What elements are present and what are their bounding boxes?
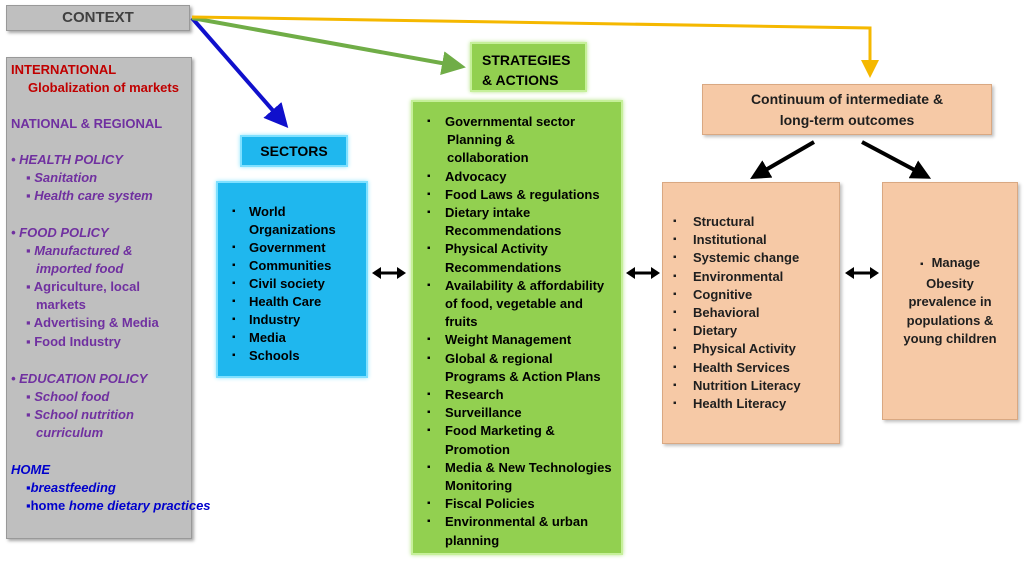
sectors-item: Industry: [218, 311, 366, 329]
sectors-item: Civil society: [218, 275, 366, 293]
outcomes-list: StructuralInstitutionalSystemic changeEn…: [663, 213, 839, 413]
outcomes-title: Continuum of intermediate & long-term ou…: [702, 84, 992, 135]
outcomes-item: Structural: [663, 213, 839, 231]
food-item: ▪ Agriculture, local: [26, 279, 140, 294]
double-arrow-outcomes-result: [845, 267, 879, 279]
food-item: markets: [36, 297, 86, 312]
strategies-item: Monitoring: [445, 478, 513, 494]
strategies-item: Environmental & urban: [413, 513, 617, 531]
context-title: CONTEXT: [6, 5, 190, 31]
sectors-title: SECTORS: [240, 135, 348, 167]
sectors-item: Schools: [218, 347, 366, 365]
outcomes-item: Systemic change: [663, 249, 839, 267]
arrow-context-to-outcomes: [191, 15, 879, 78]
strategies-item: Media & New Technologies: [413, 459, 617, 477]
result-line: young children: [903, 331, 997, 346]
health-item: ▪ Health care system: [26, 188, 153, 203]
outcomes-item: Behavioral: [663, 304, 839, 322]
strategies-item: fruits: [445, 314, 478, 330]
result-line: Obesity: [926, 275, 974, 291]
strategies-item: Surveillance: [413, 404, 617, 422]
result-box: ▪Manage Obesity prevalence in population…: [882, 182, 1018, 420]
home-label: HOME: [11, 462, 50, 477]
outcomes-item: Dietary: [663, 322, 839, 340]
strategies-item: Governmental sector: [413, 113, 617, 131]
food-item: ▪ Advertising & Media: [26, 315, 159, 330]
strategies-item: Recommendations: [445, 259, 562, 275]
outcomes-item: Nutrition Literacy: [663, 377, 839, 395]
sectors-item: Government: [218, 239, 366, 257]
strategies-title-line: STRATEGIES: [482, 52, 571, 68]
result-line: prevalence in: [908, 294, 992, 309]
sectors-list: WorldOrganizationsGovernmentCommunitiesC…: [218, 203, 366, 365]
sectors-item: Communities: [218, 257, 366, 275]
food-item: ▪ Manufactured &: [26, 243, 133, 258]
education-item: curriculum: [36, 425, 104, 440]
strategies-item: planning: [445, 532, 500, 548]
strategies-item: of food, vegetable and: [445, 296, 583, 312]
strategies-item: Food Marketing &: [413, 422, 617, 440]
double-arrow-sectors-strategies: [372, 267, 406, 279]
strategies-title-line: & ACTIONS: [482, 72, 559, 88]
home-item: ▪breastfeeding: [26, 480, 116, 495]
strategies-item: Fiscal Policies: [413, 495, 617, 513]
health-policy-label: • HEALTH POLICY: [11, 152, 123, 167]
globalization-label: Globalization of markets: [28, 80, 179, 95]
strategies-item: Food Laws & regulations: [413, 186, 617, 204]
outcomes-item: Cognitive: [663, 286, 839, 304]
strategies-item: Recommendations: [445, 223, 562, 239]
outcomes-item: Institutional: [663, 231, 839, 249]
strategies-item: Global & regional: [413, 350, 617, 368]
strategies-item: Research: [413, 386, 617, 404]
outcomes-box: StructuralInstitutionalSystemic changeEn…: [662, 182, 840, 444]
strategies-item: Promotion: [445, 441, 510, 457]
bullet-icon: ▪: [920, 259, 924, 270]
food-policy-label: • FOOD POLICY: [11, 225, 109, 240]
double-arrow-strategies-outcomes: [626, 267, 660, 279]
arrow-outcomes-down-left: [750, 140, 816, 180]
health-item: ▪ Sanitation: [26, 170, 98, 185]
strategies-item: Weight Management: [413, 331, 617, 349]
education-policy-label: • EDUCATION POLICY: [11, 371, 148, 386]
result-line: populations &: [906, 312, 994, 328]
sectors-item: Organizations: [249, 222, 336, 237]
sectors-item: Media: [218, 329, 366, 347]
strategies-item: Dietary intake: [413, 204, 617, 222]
strategies-item: collaboration: [447, 150, 529, 166]
strategies-item: Planning &: [447, 132, 515, 148]
strategies-item: Physical Activity: [413, 240, 617, 258]
arrow-context-to-strategies: [191, 16, 466, 75]
context-panel: INTERNATIONAL Globalization of markets N…: [6, 57, 211, 539]
food-item: ▪ Food Industry: [26, 334, 121, 349]
home-item: ▪home home dietary practices: [26, 498, 211, 513]
food-item: imported food: [36, 261, 124, 276]
education-item: ▪ School food: [26, 389, 110, 404]
education-item: ▪ School nutrition: [26, 407, 134, 422]
outcomes-item: Physical Activity: [663, 340, 839, 358]
outcomes-item: Environmental: [663, 268, 839, 286]
outcomes-title-line: Continuum of intermediate &: [750, 91, 944, 107]
strategies-item: Availability & affordability: [413, 277, 617, 295]
national-regional-label: NATIONAL & REGIONAL: [11, 116, 163, 131]
international-label: INTERNATIONAL: [11, 62, 117, 77]
sectors-box: WorldOrganizationsGovernmentCommunitiesC…: [216, 181, 368, 378]
strategies-title: STRATEGIES & ACTIONS: [470, 42, 587, 92]
sectors-item: World: [218, 203, 366, 221]
arrow-outcomes-down-right: [861, 140, 932, 179]
result-line: ▪Manage: [920, 255, 980, 270]
outcomes-item: Health Services: [663, 359, 839, 377]
strategies-item: Programs & Action Plans: [445, 368, 601, 384]
strategies-item: Advocacy: [413, 168, 617, 186]
outcomes-item: Health Literacy: [663, 395, 839, 413]
arrow-context-to-sectors: [190, 16, 289, 129]
sectors-item: Health Care: [218, 293, 366, 311]
outcomes-title-line: long-term outcomes: [779, 112, 915, 128]
